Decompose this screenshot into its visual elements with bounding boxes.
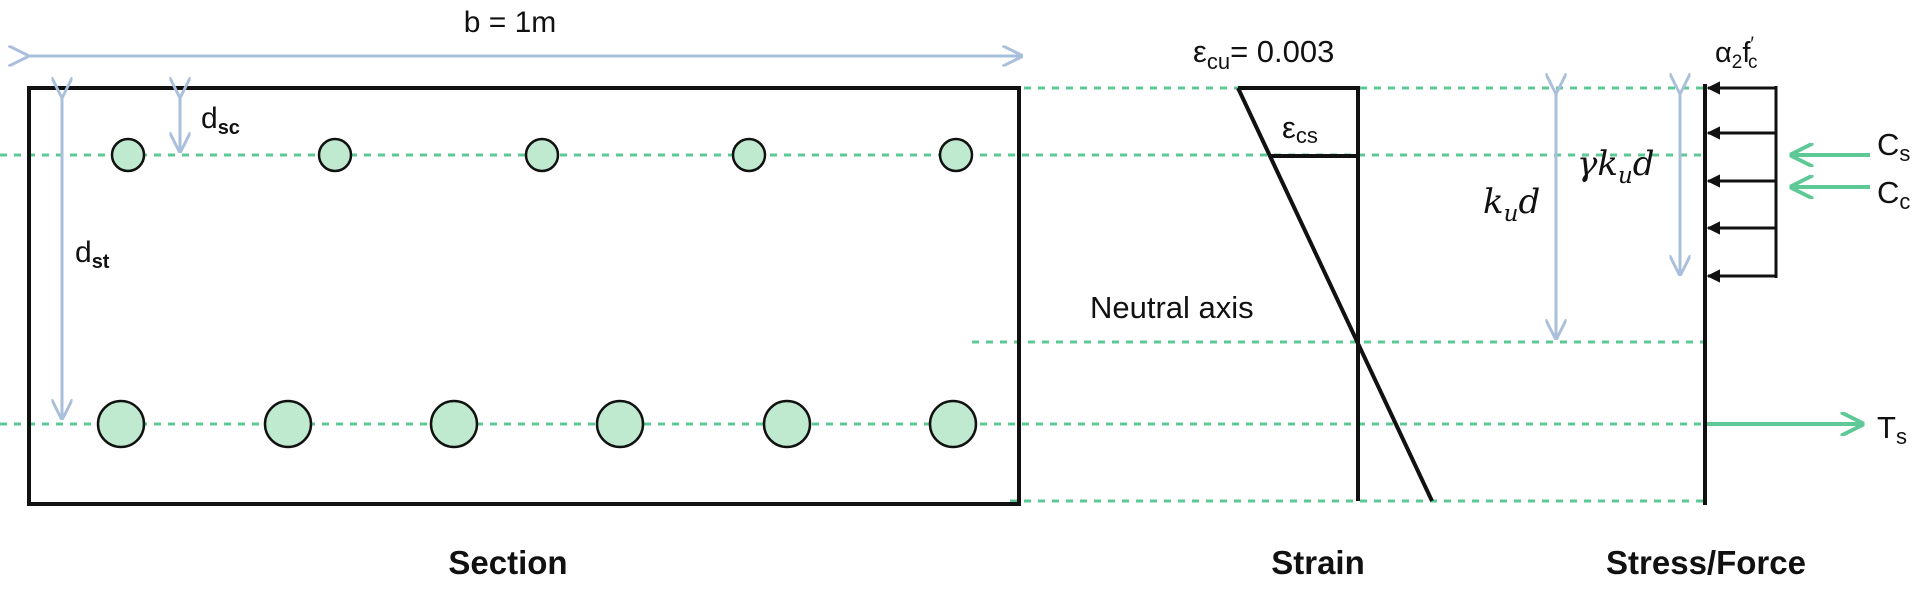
section-outline <box>27 86 1021 506</box>
alpha-fc-label: α2f′c <box>1715 34 1757 73</box>
stress-force-caption: Stress/Force <box>1606 544 1806 581</box>
stress-force-diagram: kud γkud α2f′c Cs Cc Ts Stress/Force <box>1483 34 1910 581</box>
tension-rebar <box>762 399 812 449</box>
gamma-kud-label: γkud <box>1577 144 1655 189</box>
section-view: b = 1m dsc dst Section <box>27 6 1021 581</box>
stress-block-arrows <box>1706 81 1776 283</box>
cs-label: Cs <box>1877 127 1910 166</box>
ecu-label: εcu= 0.003 <box>1193 34 1334 74</box>
tension-rebar <box>595 399 645 449</box>
tension-rebars <box>96 399 978 449</box>
tension-rebar <box>928 399 978 449</box>
width-label: b = 1m <box>464 6 557 39</box>
cc-label: Cc <box>1877 175 1910 214</box>
compression-rebar <box>524 137 560 173</box>
ecs-label: εcs <box>1282 110 1318 148</box>
compression-rebar <box>110 137 146 173</box>
compression-rebar <box>731 137 767 173</box>
dsc-label: dsc <box>201 102 240 139</box>
dst-label: dst <box>75 236 110 273</box>
dashed-reference-lines <box>0 86 1705 503</box>
strain-caption: Strain <box>1271 544 1365 581</box>
strain-profile <box>1236 87 1434 502</box>
strain-diagram: εcu= 0.003 εcs Neutral axis Strain <box>1090 34 1434 581</box>
compression-rebar <box>938 137 974 173</box>
ts-label: Ts <box>1877 410 1907 449</box>
kud-label: kud <box>1483 182 1540 227</box>
neutral-axis-label: Neutral axis <box>1090 290 1254 325</box>
compression-rebar <box>317 137 353 173</box>
section-caption: Section <box>448 544 567 581</box>
tension-rebar <box>96 399 146 449</box>
tension-rebar <box>263 399 313 449</box>
tension-rebar <box>429 399 479 449</box>
compression-rebars <box>110 137 974 173</box>
